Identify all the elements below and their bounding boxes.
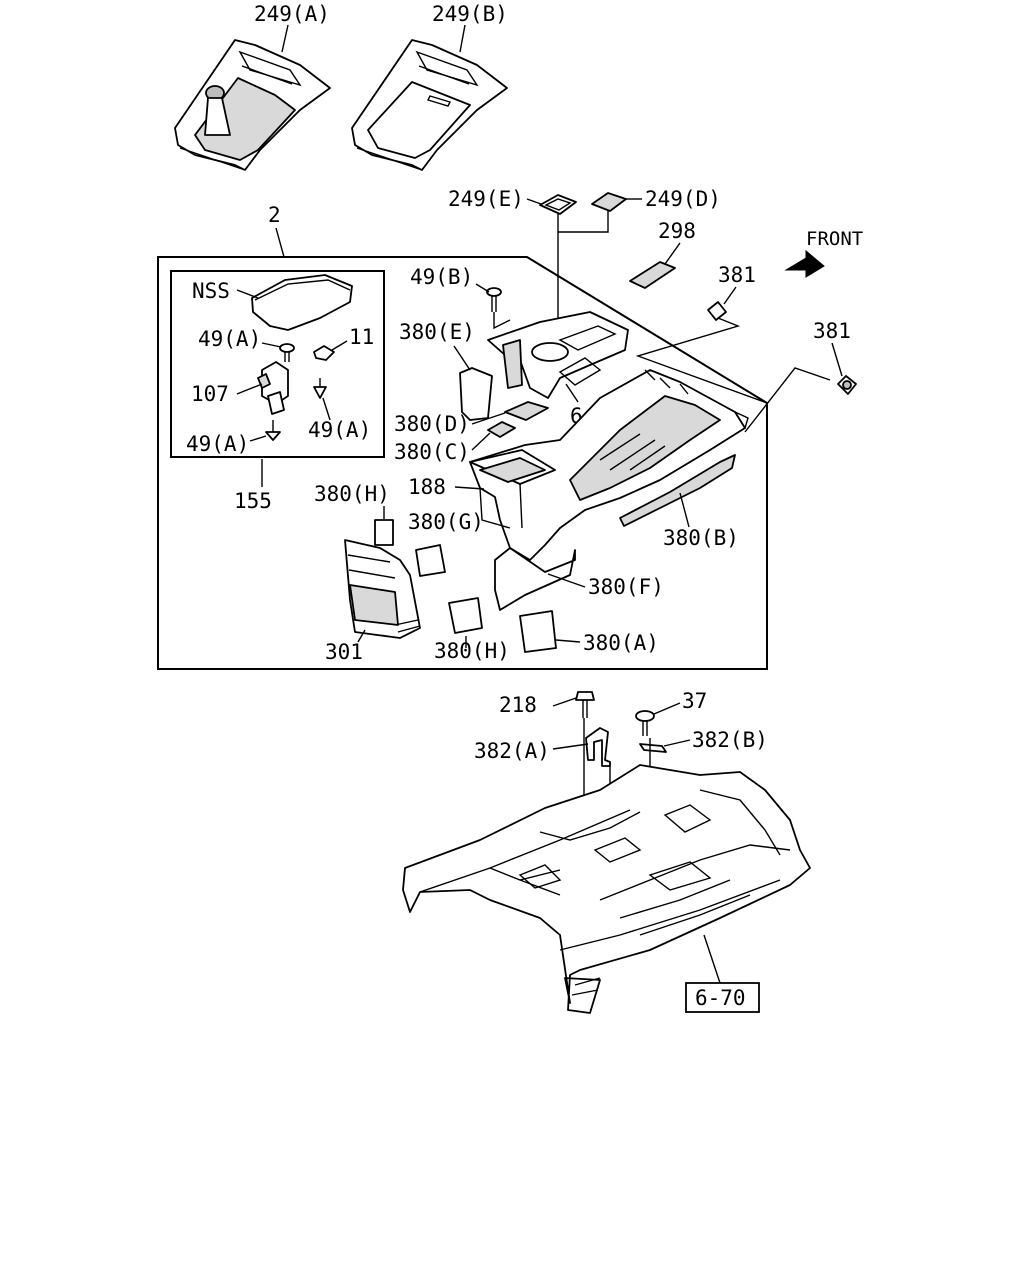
screw-49a-3 [265, 420, 281, 441]
leader-218 [552, 697, 577, 707]
pad-380g [415, 544, 446, 577]
label-49a-1: 49(A) [198, 327, 261, 351]
armrest-lid [251, 274, 353, 331]
label-380h-top: 380(H) [314, 482, 390, 506]
leader-382a [552, 743, 589, 750]
leader-49b-console [493, 312, 511, 330]
label-380c: 380(C) [394, 440, 470, 464]
label-298: 298 [658, 219, 696, 243]
pad-380f [494, 547, 576, 611]
pad-380h-top [374, 519, 394, 546]
label-49a-2: 49(A) [308, 418, 371, 442]
label-6-70[interactable]: 6-70 [695, 986, 746, 1010]
label-380b: 380(B) [663, 526, 739, 550]
label-381-top: 381 [718, 263, 756, 287]
bolt-37 [635, 710, 655, 736]
assembly-frame [157, 256, 768, 670]
label-380h-bottom: 380(H) [434, 639, 510, 663]
cap-249d [591, 192, 627, 212]
label-380d: 380(D) [394, 412, 470, 436]
leader-11 [331, 340, 348, 351]
label-381-right: 381 [813, 319, 851, 343]
main-console [469, 369, 749, 561]
leader-380b [679, 492, 690, 528]
label-218: 218 [499, 693, 537, 717]
pad-380a [519, 610, 557, 653]
label-380a: 380(A) [583, 631, 659, 655]
label-382a: 382(A) [474, 739, 550, 763]
leader-380f [547, 573, 586, 588]
screw-49b [486, 287, 502, 312]
bracket-382b [639, 743, 667, 753]
shift-bezel-a [174, 39, 331, 171]
leader-382b [663, 739, 691, 747]
clip-381-top [707, 301, 727, 321]
leader-298 [664, 242, 681, 265]
leader-381-console [635, 317, 768, 404]
arrow-front-icon [784, 249, 825, 278]
floor-panel [402, 764, 811, 1014]
front-console-64 [487, 311, 629, 399]
hinge-107 [257, 361, 289, 415]
label-249b: 249(B) [432, 2, 508, 26]
leader-49a-3 [249, 435, 267, 442]
label-155: 155 [234, 489, 272, 513]
leader-380c [471, 432, 491, 451]
leader-249e [526, 198, 542, 205]
hinge-kit-frame [170, 270, 385, 458]
leader-249a [281, 24, 289, 53]
label-380e: 380(E) [399, 320, 475, 344]
label-249e: 249(E) [448, 187, 524, 211]
pad-380d [504, 401, 549, 421]
label-188: 188 [408, 475, 446, 499]
leader-6-70 [703, 934, 721, 984]
part-11 [313, 345, 335, 361]
label-382b: 382(B) [692, 728, 768, 752]
leader-49a-1 [261, 342, 282, 348]
leader-49a-2 [322, 397, 331, 421]
pad-380c [487, 421, 516, 438]
label-nss: NSS [192, 279, 230, 303]
leader-381-right-to-console [744, 367, 831, 433]
leader-380a [555, 639, 581, 643]
label-249d: 249(D) [645, 187, 721, 211]
screw-49a-2 [313, 378, 327, 399]
label-37: 37 [682, 689, 707, 713]
shift-bezel-b [351, 39, 508, 171]
label-2: 2 [268, 203, 281, 227]
leader-380e [453, 345, 471, 371]
cap-249e [539, 194, 577, 215]
bolt-218 [575, 691, 595, 718]
leader-2 [275, 227, 285, 258]
leader-301 [357, 629, 366, 643]
leader-249b [459, 24, 466, 53]
leader-381-right [831, 342, 843, 377]
label-380g: 380(G) [408, 510, 484, 534]
pad-298 [629, 261, 676, 289]
leader-380d [471, 412, 506, 425]
label-front: FRONT [806, 228, 863, 250]
label-49b: 49(B) [410, 265, 473, 289]
label-380f: 380(F) [588, 575, 664, 599]
leader-64 [565, 383, 579, 403]
label-301: 301 [325, 640, 363, 664]
pad-380h-bottom [448, 597, 483, 634]
clip-381-right [837, 375, 857, 395]
leader-49b [475, 283, 490, 293]
label-49a-3: 49(A) [186, 432, 249, 456]
leader-188 [454, 486, 485, 490]
rear-cover-301 [344, 539, 421, 639]
leader-107 [236, 383, 263, 395]
leader-37 [653, 702, 681, 715]
screw-49a-1 [279, 343, 295, 362]
label-11: 11 [349, 325, 374, 349]
label-249a: 249(A) [254, 2, 330, 26]
bracket-382a [585, 727, 611, 767]
pad-380b [619, 454, 736, 527]
ref-box-6-70[interactable] [685, 982, 760, 1013]
label-107: 107 [191, 382, 229, 406]
leader-381-top [723, 286, 737, 305]
leader-nss [236, 289, 259, 299]
